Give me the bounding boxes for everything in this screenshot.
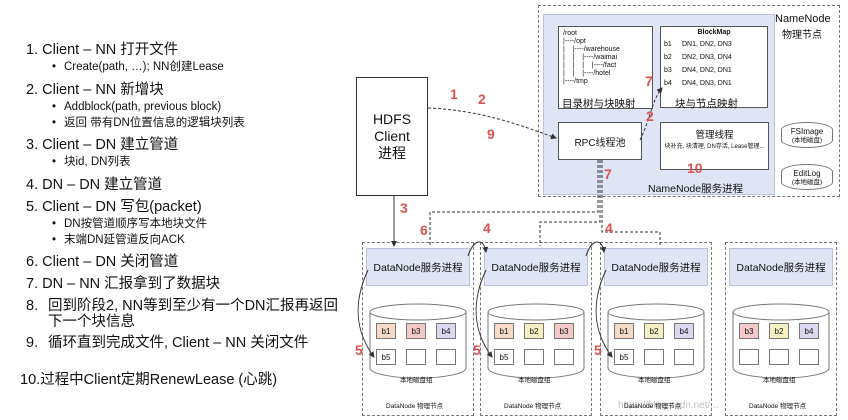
- arrow-label-2: 2: [478, 91, 486, 107]
- block: b1: [376, 323, 396, 339]
- block: b4: [799, 323, 819, 339]
- fsimage-disk: FSImage(本地磁盘): [781, 122, 833, 148]
- arrow-label-7: 7: [645, 73, 653, 89]
- block: [406, 349, 426, 365]
- datanode-node-label: DataNode 物理节点: [504, 403, 562, 410]
- step-1: 1. Client – NN 打开文件: [26, 42, 179, 58]
- arrow-label-10: 10: [687, 160, 703, 176]
- block: [644, 349, 664, 365]
- arrow-label-1: 1: [450, 86, 458, 102]
- directory-tree-caption: 目录树与块映射: [562, 98, 636, 110]
- block: b2: [644, 323, 664, 339]
- block: b5: [376, 349, 396, 365]
- block: b5: [494, 349, 514, 365]
- local-disk-group-1: [369, 303, 467, 379]
- arrow-label-5: 5: [594, 342, 602, 358]
- datanode-process-2: DataNode服务进程: [484, 248, 588, 286]
- block: b1: [494, 323, 514, 339]
- local-disk-group-4: [732, 303, 830, 379]
- namenode-subtitle: 物理节点: [782, 30, 822, 41]
- namenode-title: NameNode: [775, 13, 831, 25]
- block: [769, 349, 789, 365]
- step-9: 9.循环直到完成文件, Client – NN 关闭文件: [26, 335, 309, 351]
- manager-desc: 块补充, 块清理, DN存活, Lease管理...: [664, 144, 765, 150]
- block: [524, 349, 544, 365]
- disk-group-label: 本地磁盘组: [763, 377, 796, 384]
- block: [739, 349, 759, 365]
- arrow-label-2: 2: [646, 108, 654, 124]
- block: [674, 349, 694, 365]
- arrow-label-3: 3: [400, 200, 408, 216]
- local-disk-group-3: [607, 303, 705, 379]
- namenode-process-label: NameNode服务进程: [648, 183, 744, 195]
- block: b2: [524, 323, 544, 339]
- step-10: 10.过程中Client定期RenewLease (心跳): [20, 372, 278, 388]
- datanode-physical-node-4: [725, 242, 837, 416]
- block: b2: [769, 323, 789, 339]
- step-4: 4. DN – DN 建立管道: [26, 177, 163, 193]
- datanode-node-label: DataNode 物理节点: [386, 403, 444, 410]
- step-5: 5. Client – DN 写包(packet): [26, 199, 202, 215]
- step-2-sub-2: 返回 带有DN位置信息的逻辑块列表: [52, 117, 245, 130]
- blockmap-caption: 块与节点映射: [675, 98, 738, 110]
- arrow-label-4: 4: [605, 220, 613, 236]
- step-3: 3. Client – DN 建立管道: [26, 137, 179, 153]
- step-2-sub-1: Addblock(path, previous block): [52, 101, 221, 114]
- hdfs-client-process: HDFS Client 进程: [356, 77, 428, 196]
- blockmap-title: BlockMap: [697, 29, 731, 36]
- local-disk-group-2: [487, 303, 585, 379]
- step-5-sub-1: DN按管道顺序写本地块文件: [52, 218, 207, 231]
- block: b3: [554, 323, 574, 339]
- rpc-thread-pool: RPC线程池: [558, 122, 642, 160]
- datanode-process-4: DataNode服务进程: [729, 248, 833, 286]
- arrow-label-6: 6: [420, 222, 428, 238]
- datanode-process-1: DataNode服务进程: [366, 248, 470, 286]
- arrow-label-9: 9: [487, 126, 495, 142]
- manager-thread: 管理线程 块补充, 块清理, DN存活, Lease管理...: [660, 122, 769, 170]
- namenode-physical-node: [538, 5, 840, 197]
- block: b4: [436, 323, 456, 339]
- block: [799, 349, 819, 365]
- arrow-label-4: 4: [483, 220, 491, 236]
- editlog-disk: EditLog(本地磁盘): [781, 164, 833, 190]
- block: b5: [614, 349, 634, 365]
- disk-group-label: 本地磁盘组: [518, 377, 551, 384]
- watermark: https://blog.csdn.net/...: [618, 400, 719, 411]
- disk-group-label: 本地磁盘组: [638, 377, 671, 384]
- step-7: 7. DN – NN 汇报拿到了数据块: [26, 276, 221, 292]
- arrow-label-5: 5: [473, 342, 481, 358]
- step-1-sub-1: Create(path, …); NN创建Lease: [52, 61, 224, 74]
- manager-title: 管理线程: [695, 130, 734, 141]
- datanode-node-label: DataNode 物理节点: [624, 403, 682, 410]
- block: b3: [739, 323, 759, 339]
- directory-tree: /root |----/opt | |----/warehouse | | |-…: [558, 26, 653, 109]
- block: [436, 349, 456, 365]
- step-5-sub-2: 末端DN延管道反向ACK: [52, 234, 185, 247]
- block: b4: [674, 323, 694, 339]
- step-list: 1. Client – NN 打开文件 Create(path, …); NN创…: [0, 0, 345, 420]
- step-3-sub-1: 块id, DN列表: [52, 156, 131, 169]
- step-6: 6. Client – DN 关闭管道: [26, 254, 179, 270]
- datanode-process-3: DataNode服务进程: [604, 248, 708, 286]
- datanode-node-label: DataNode 物理节点: [749, 403, 807, 410]
- step-8: 8.回到阶段2, NN等到至少有一个DN汇报再返回下一个块信息: [26, 298, 339, 330]
- block: b1: [614, 323, 634, 339]
- step-2: 2. Client – NN 新增块: [26, 82, 164, 98]
- block: b3: [406, 323, 426, 339]
- block: [554, 349, 574, 365]
- arrow-label-7: 7: [604, 166, 612, 182]
- arrow-label-5: 5: [355, 342, 363, 358]
- disk-group-label: 本地磁盘组: [400, 377, 433, 384]
